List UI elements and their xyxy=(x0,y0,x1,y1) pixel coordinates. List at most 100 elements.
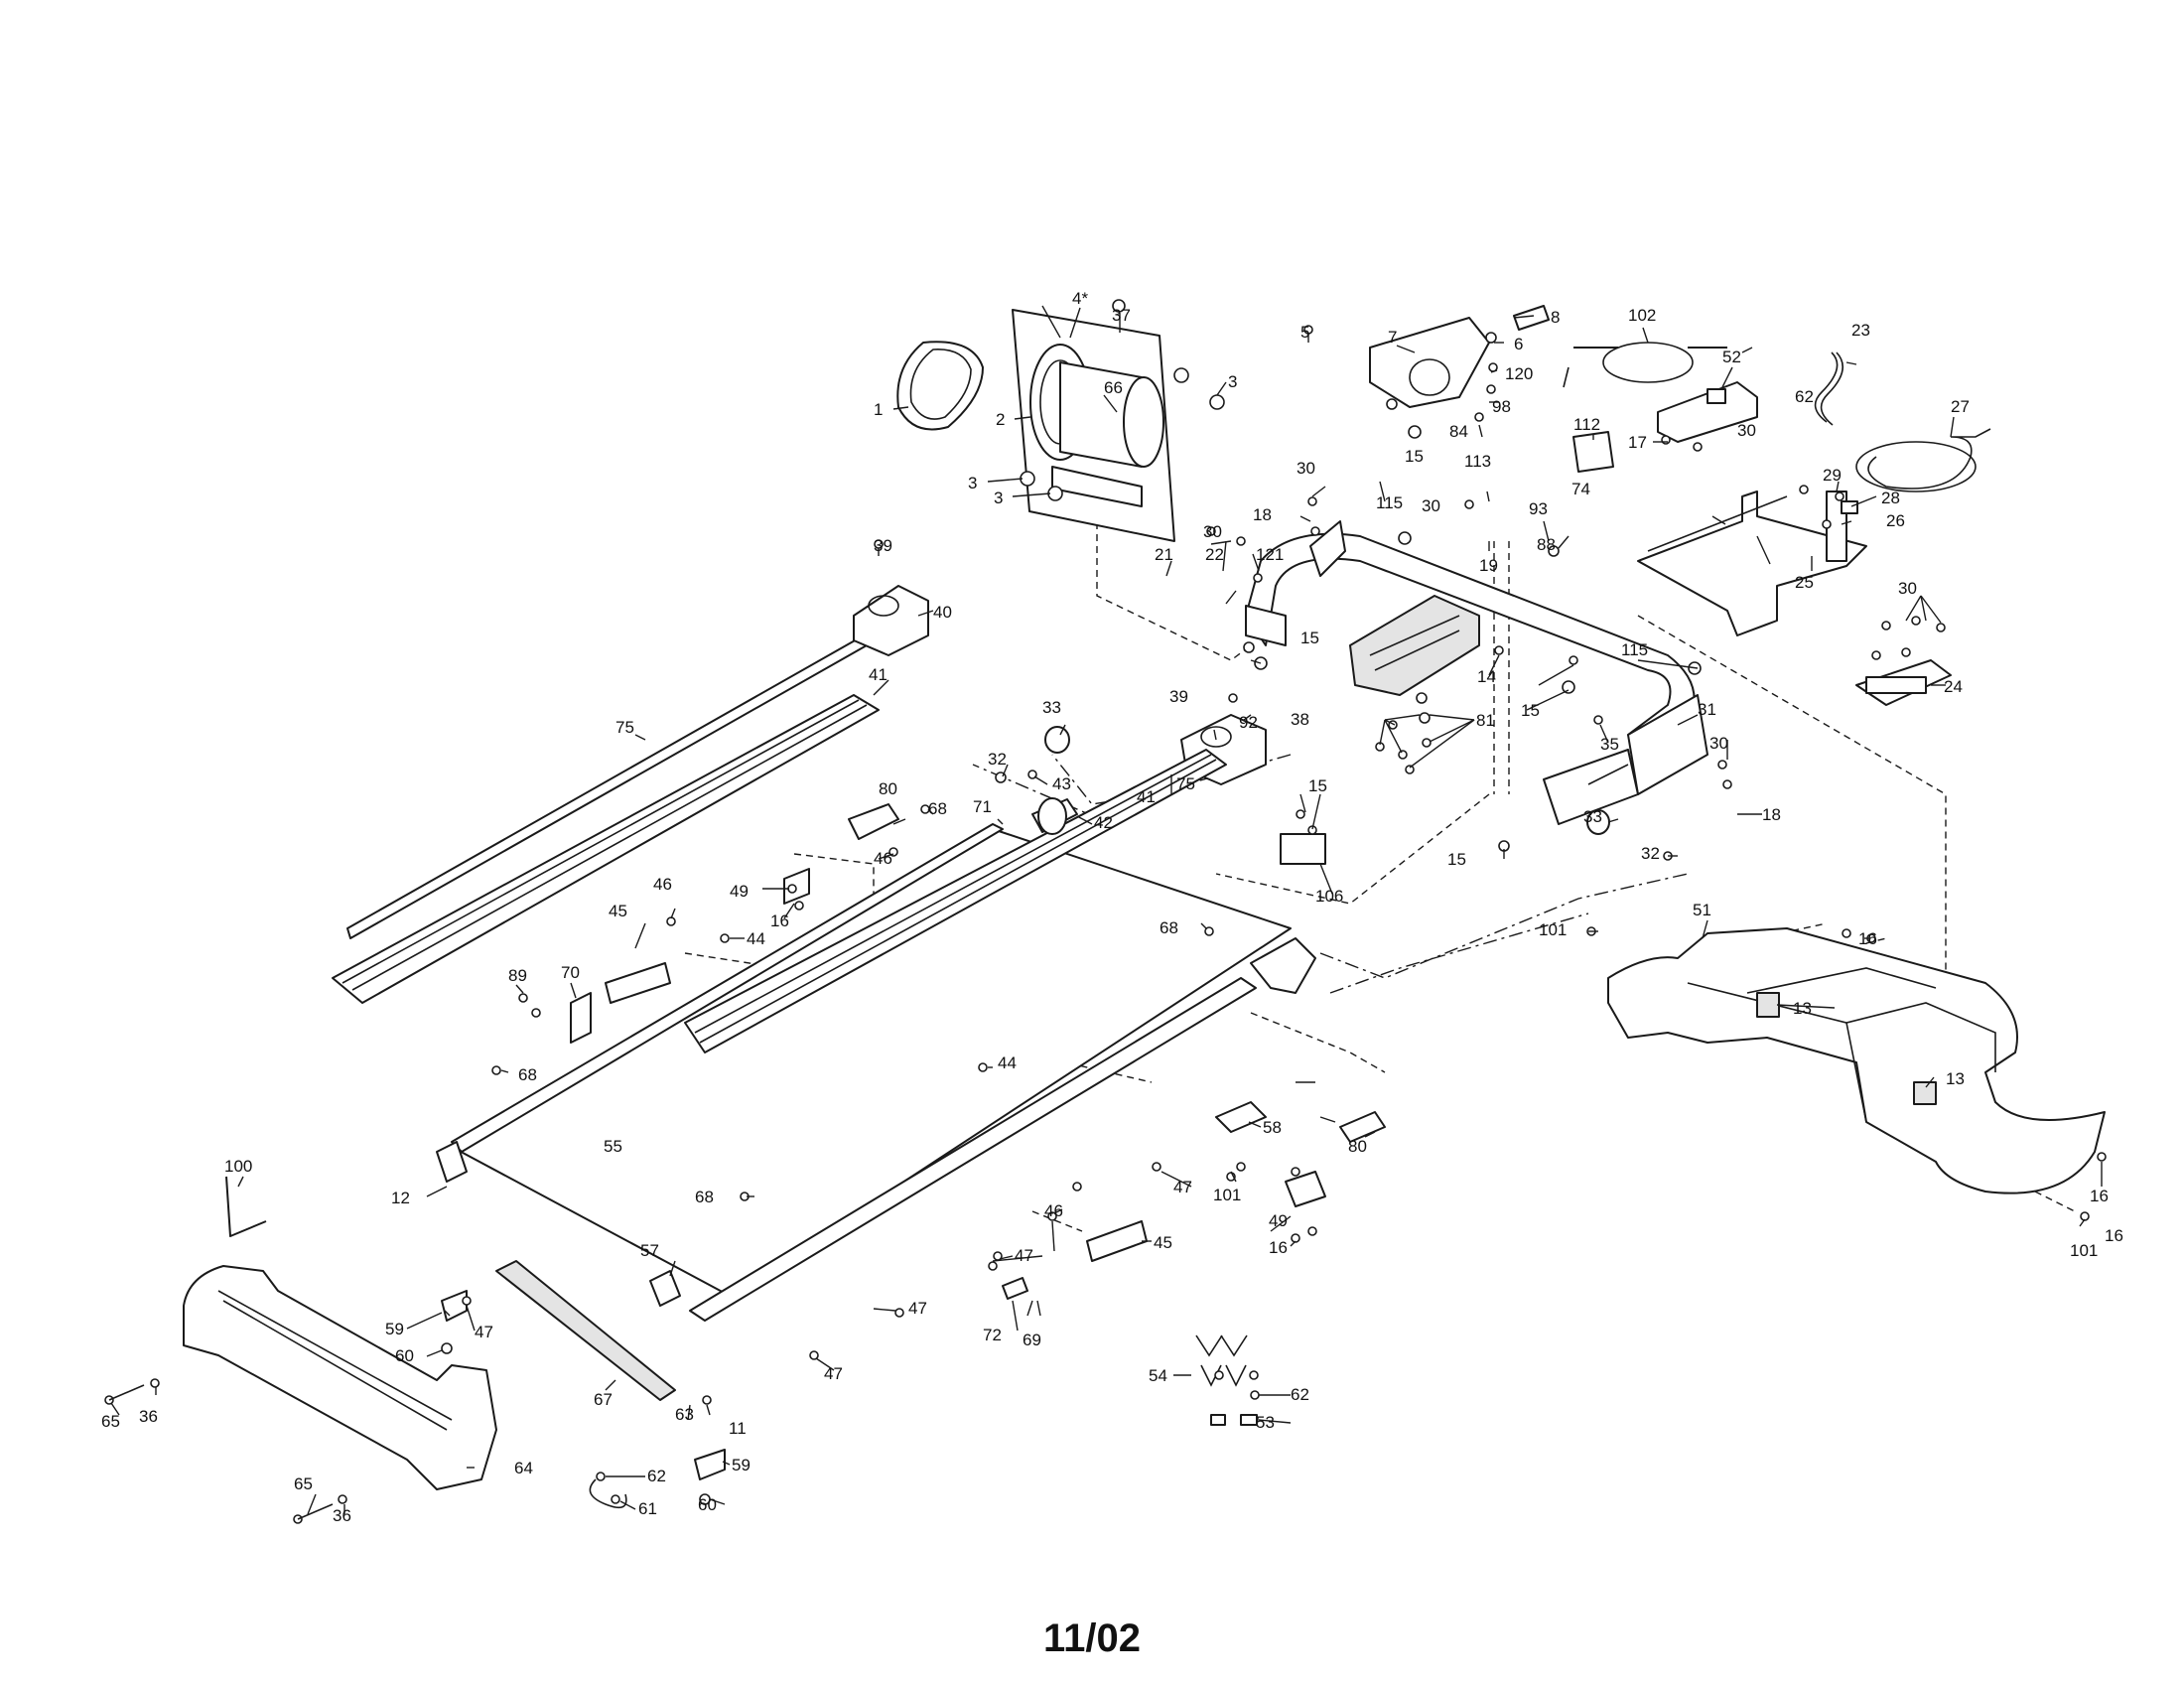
callout-label: 70 xyxy=(561,963,580,982)
callout-label: 42 xyxy=(1094,813,1113,832)
callout-label: 89 xyxy=(508,966,527,985)
callout-label: 26 xyxy=(1886,511,1905,530)
callout-label: 62 xyxy=(647,1467,666,1485)
callout-label: 65 xyxy=(101,1412,120,1431)
callout-label: 60 xyxy=(395,1346,414,1365)
callout-label: 3 xyxy=(1228,372,1237,391)
callout-label: 62 xyxy=(1795,387,1814,406)
callout-label: 59 xyxy=(385,1320,404,1338)
callout-label: 80 xyxy=(1348,1137,1367,1156)
callout-label: 3 xyxy=(994,489,1003,507)
controller-board xyxy=(1657,381,1758,443)
callout-label: 37 xyxy=(1112,306,1131,325)
callout-label: 80 xyxy=(879,779,897,798)
motor-base xyxy=(1051,466,1143,507)
callout-label: 39 xyxy=(1169,687,1188,706)
callout-label: 60 xyxy=(698,1495,717,1514)
isolator-59-right xyxy=(694,1449,726,1480)
callout-label: 1 xyxy=(874,400,883,419)
callout-label: 39 xyxy=(874,536,892,555)
base-shroud xyxy=(1607,927,2106,1194)
front-roller-12 xyxy=(436,1141,468,1183)
callout-label: 31 xyxy=(1698,700,1716,719)
callout-label: 115 xyxy=(1376,493,1403,512)
callout-label: 46 xyxy=(653,875,672,894)
callout-label: 101 xyxy=(2070,1241,2098,1260)
callout-label: 112 xyxy=(1573,415,1600,434)
callout-label: 30 xyxy=(1422,496,1440,515)
callout-label: 43 xyxy=(1052,774,1071,793)
callout-label: 33 xyxy=(1042,698,1061,717)
callout-label: 68 xyxy=(928,799,947,818)
motor-hood xyxy=(183,1176,627,1509)
callout-label: 47 xyxy=(824,1364,843,1383)
callout-label: 93 xyxy=(1529,499,1548,518)
callout-label: 36 xyxy=(139,1407,158,1426)
callout-label: 33 xyxy=(1583,807,1602,826)
foot-pad-58 xyxy=(1215,1101,1267,1133)
callout-label: 101 xyxy=(1539,920,1567,939)
callout-label: 72 xyxy=(983,1326,1002,1344)
tether-61 xyxy=(589,1478,627,1509)
rear-foot-80-right xyxy=(1339,1111,1386,1143)
allen-wrench-100 xyxy=(225,1176,267,1237)
callout-label: 13 xyxy=(1793,999,1812,1018)
callout-label: 17 xyxy=(1628,433,1647,452)
clip-53 xyxy=(1240,1414,1258,1426)
callout-label: 2 xyxy=(996,410,1005,429)
deck-bumper-45-left xyxy=(605,962,671,1004)
callout-label: 59 xyxy=(732,1456,751,1474)
callout-label: 13 xyxy=(1946,1069,1965,1088)
callout-label: 52 xyxy=(1722,348,1741,366)
electronics-tray xyxy=(1637,491,1867,636)
callout-label: 6 xyxy=(1514,335,1523,353)
deck-bumper-45-right xyxy=(1086,1220,1148,1262)
motor-control-106 xyxy=(1280,833,1326,865)
callout-label: 41 xyxy=(1137,787,1156,806)
pad-13-left xyxy=(1756,992,1780,1018)
callout-label: 16 xyxy=(1269,1238,1288,1257)
callout-label: 68 xyxy=(695,1188,714,1206)
callout-label: 62 xyxy=(1291,1385,1309,1404)
side-rails xyxy=(332,585,1267,1004)
misc-hardware xyxy=(1195,1334,1259,1426)
frame-right-leg xyxy=(1543,749,1639,825)
callout-label: 61 xyxy=(638,1499,657,1518)
callout-label: 47 xyxy=(475,1323,493,1341)
bracket-49-right xyxy=(1285,1171,1326,1207)
callout-label: 15 xyxy=(1521,701,1540,720)
callout-label: 4* xyxy=(1072,289,1088,308)
callout-label: 84 xyxy=(1449,422,1468,441)
bracket-49-left xyxy=(783,868,810,905)
callout-label: 46 xyxy=(1044,1201,1063,1220)
callout-label: 47 xyxy=(908,1299,927,1318)
callout-label: 32 xyxy=(988,750,1007,769)
callout-label: 45 xyxy=(1154,1233,1172,1252)
callout-label: 102 xyxy=(1628,306,1656,325)
callout-label: 74 xyxy=(1571,480,1590,498)
callout-label: 44 xyxy=(747,929,765,948)
callout-label: 16 xyxy=(2090,1187,2109,1205)
leader-lines xyxy=(110,305,2103,1515)
rear-guard-67 xyxy=(495,1260,676,1401)
callout-label: 101 xyxy=(1213,1186,1241,1204)
callout-label: 55 xyxy=(604,1137,622,1156)
callout-label: 16 xyxy=(770,912,789,930)
circuit-breaker xyxy=(1841,500,1858,514)
callout-label: 36 xyxy=(333,1506,351,1525)
callout-label: 30 xyxy=(1709,734,1728,753)
callout-label: 49 xyxy=(730,882,749,901)
callout-label: 64 xyxy=(514,1459,533,1477)
callout-label: 92 xyxy=(1239,713,1258,732)
callout-label: 47 xyxy=(1015,1246,1033,1265)
callout-label: 106 xyxy=(1315,887,1343,906)
callout-label: 115 xyxy=(1621,640,1648,659)
isolator-59-left xyxy=(441,1290,468,1322)
callout-label: 75 xyxy=(615,718,634,737)
callout-label: 5 xyxy=(1300,323,1309,342)
wire-harness-23 xyxy=(1814,351,1844,426)
frame-left-leg xyxy=(1245,605,1287,646)
callout-label: 15 xyxy=(1447,850,1466,869)
callout-label: 45 xyxy=(609,902,627,920)
